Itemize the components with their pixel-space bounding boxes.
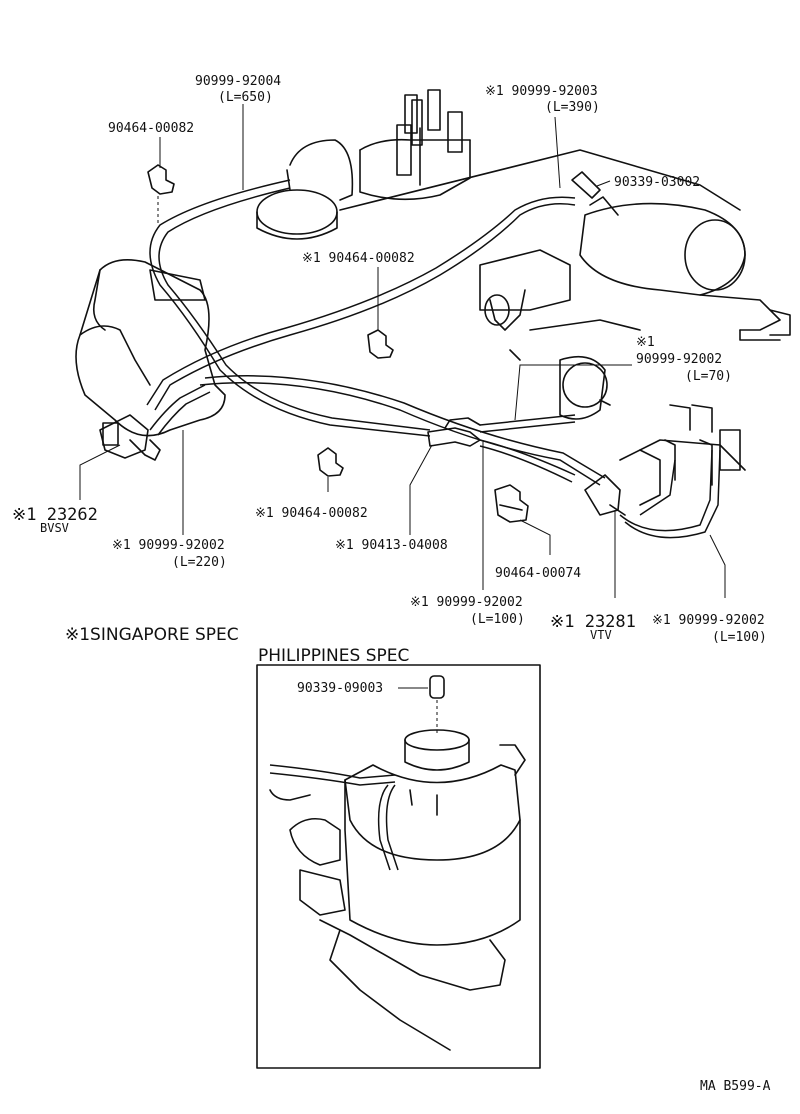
label-90464-00074: 90464-00074 <box>495 566 581 581</box>
clip-90464-00082-low <box>317 447 344 477</box>
label-90999-92002-220-length: (L=220) <box>172 555 227 570</box>
label-90999-92003-length: (L=390) <box>545 100 600 115</box>
drawing-code: MA B599-A <box>700 1079 771 1094</box>
clip-90464-00082-top <box>147 164 175 225</box>
leader-lines <box>79 104 726 598</box>
label-vtv: VTV <box>590 628 612 642</box>
label-90999-92002-100b: ※1 90999-92002 <box>652 613 765 628</box>
three-way-joint <box>427 417 481 447</box>
label-mark-only: ※1 <box>636 335 655 350</box>
label-23262: ※1 23262 <box>12 505 98 525</box>
clip-90464-00082-mid <box>367 329 394 359</box>
label-90464-00082-mid: ※1 90464-00082 <box>302 251 415 266</box>
vtv-valve <box>584 474 626 516</box>
label-90999-92002-70-length: (L=70) <box>685 369 732 384</box>
label-90999-92002-100b-length: (L=100) <box>712 630 767 645</box>
label-90999-92004: 90999-92004 <box>195 74 281 89</box>
philippines-inset <box>256 664 541 1069</box>
label-90999-92004-length: (L=650) <box>218 90 273 105</box>
label-90339-03002: 90339-03002 <box>614 175 700 190</box>
part-labels: 90999-92004 (L=650) 90464-00082 ※1 90999… <box>12 74 771 1094</box>
philippines-spec-title: PHILIPPINES SPEC <box>258 646 409 666</box>
label-90464-00082-top: 90464-00082 <box>108 121 194 136</box>
label-90999-92002-70: 90999-92002 <box>636 352 722 367</box>
label-90339-09003: 90339-09003 <box>297 681 383 696</box>
label-90999-92002-100a-length: (L=100) <box>470 612 525 627</box>
singapore-spec-title: ※1SINGAPORE SPEC <box>65 625 239 645</box>
label-23281: ※1 23281 <box>550 612 636 632</box>
label-90999-92002-220: ※1 90999-92002 <box>112 538 225 553</box>
hoses <box>146 179 721 539</box>
label-90464-00082-low: ※1 90464-00082 <box>255 506 368 521</box>
label-90413-04008: ※1 90413-04008 <box>335 538 448 553</box>
bvsv-valve <box>99 414 161 461</box>
label-bvsv: BVSV <box>40 521 69 535</box>
clip-90464-00074 <box>494 484 529 523</box>
label-90999-92003: ※1 90999-92003 <box>485 84 598 99</box>
label-90999-92002-100a: ※1 90999-92002 <box>410 595 523 610</box>
